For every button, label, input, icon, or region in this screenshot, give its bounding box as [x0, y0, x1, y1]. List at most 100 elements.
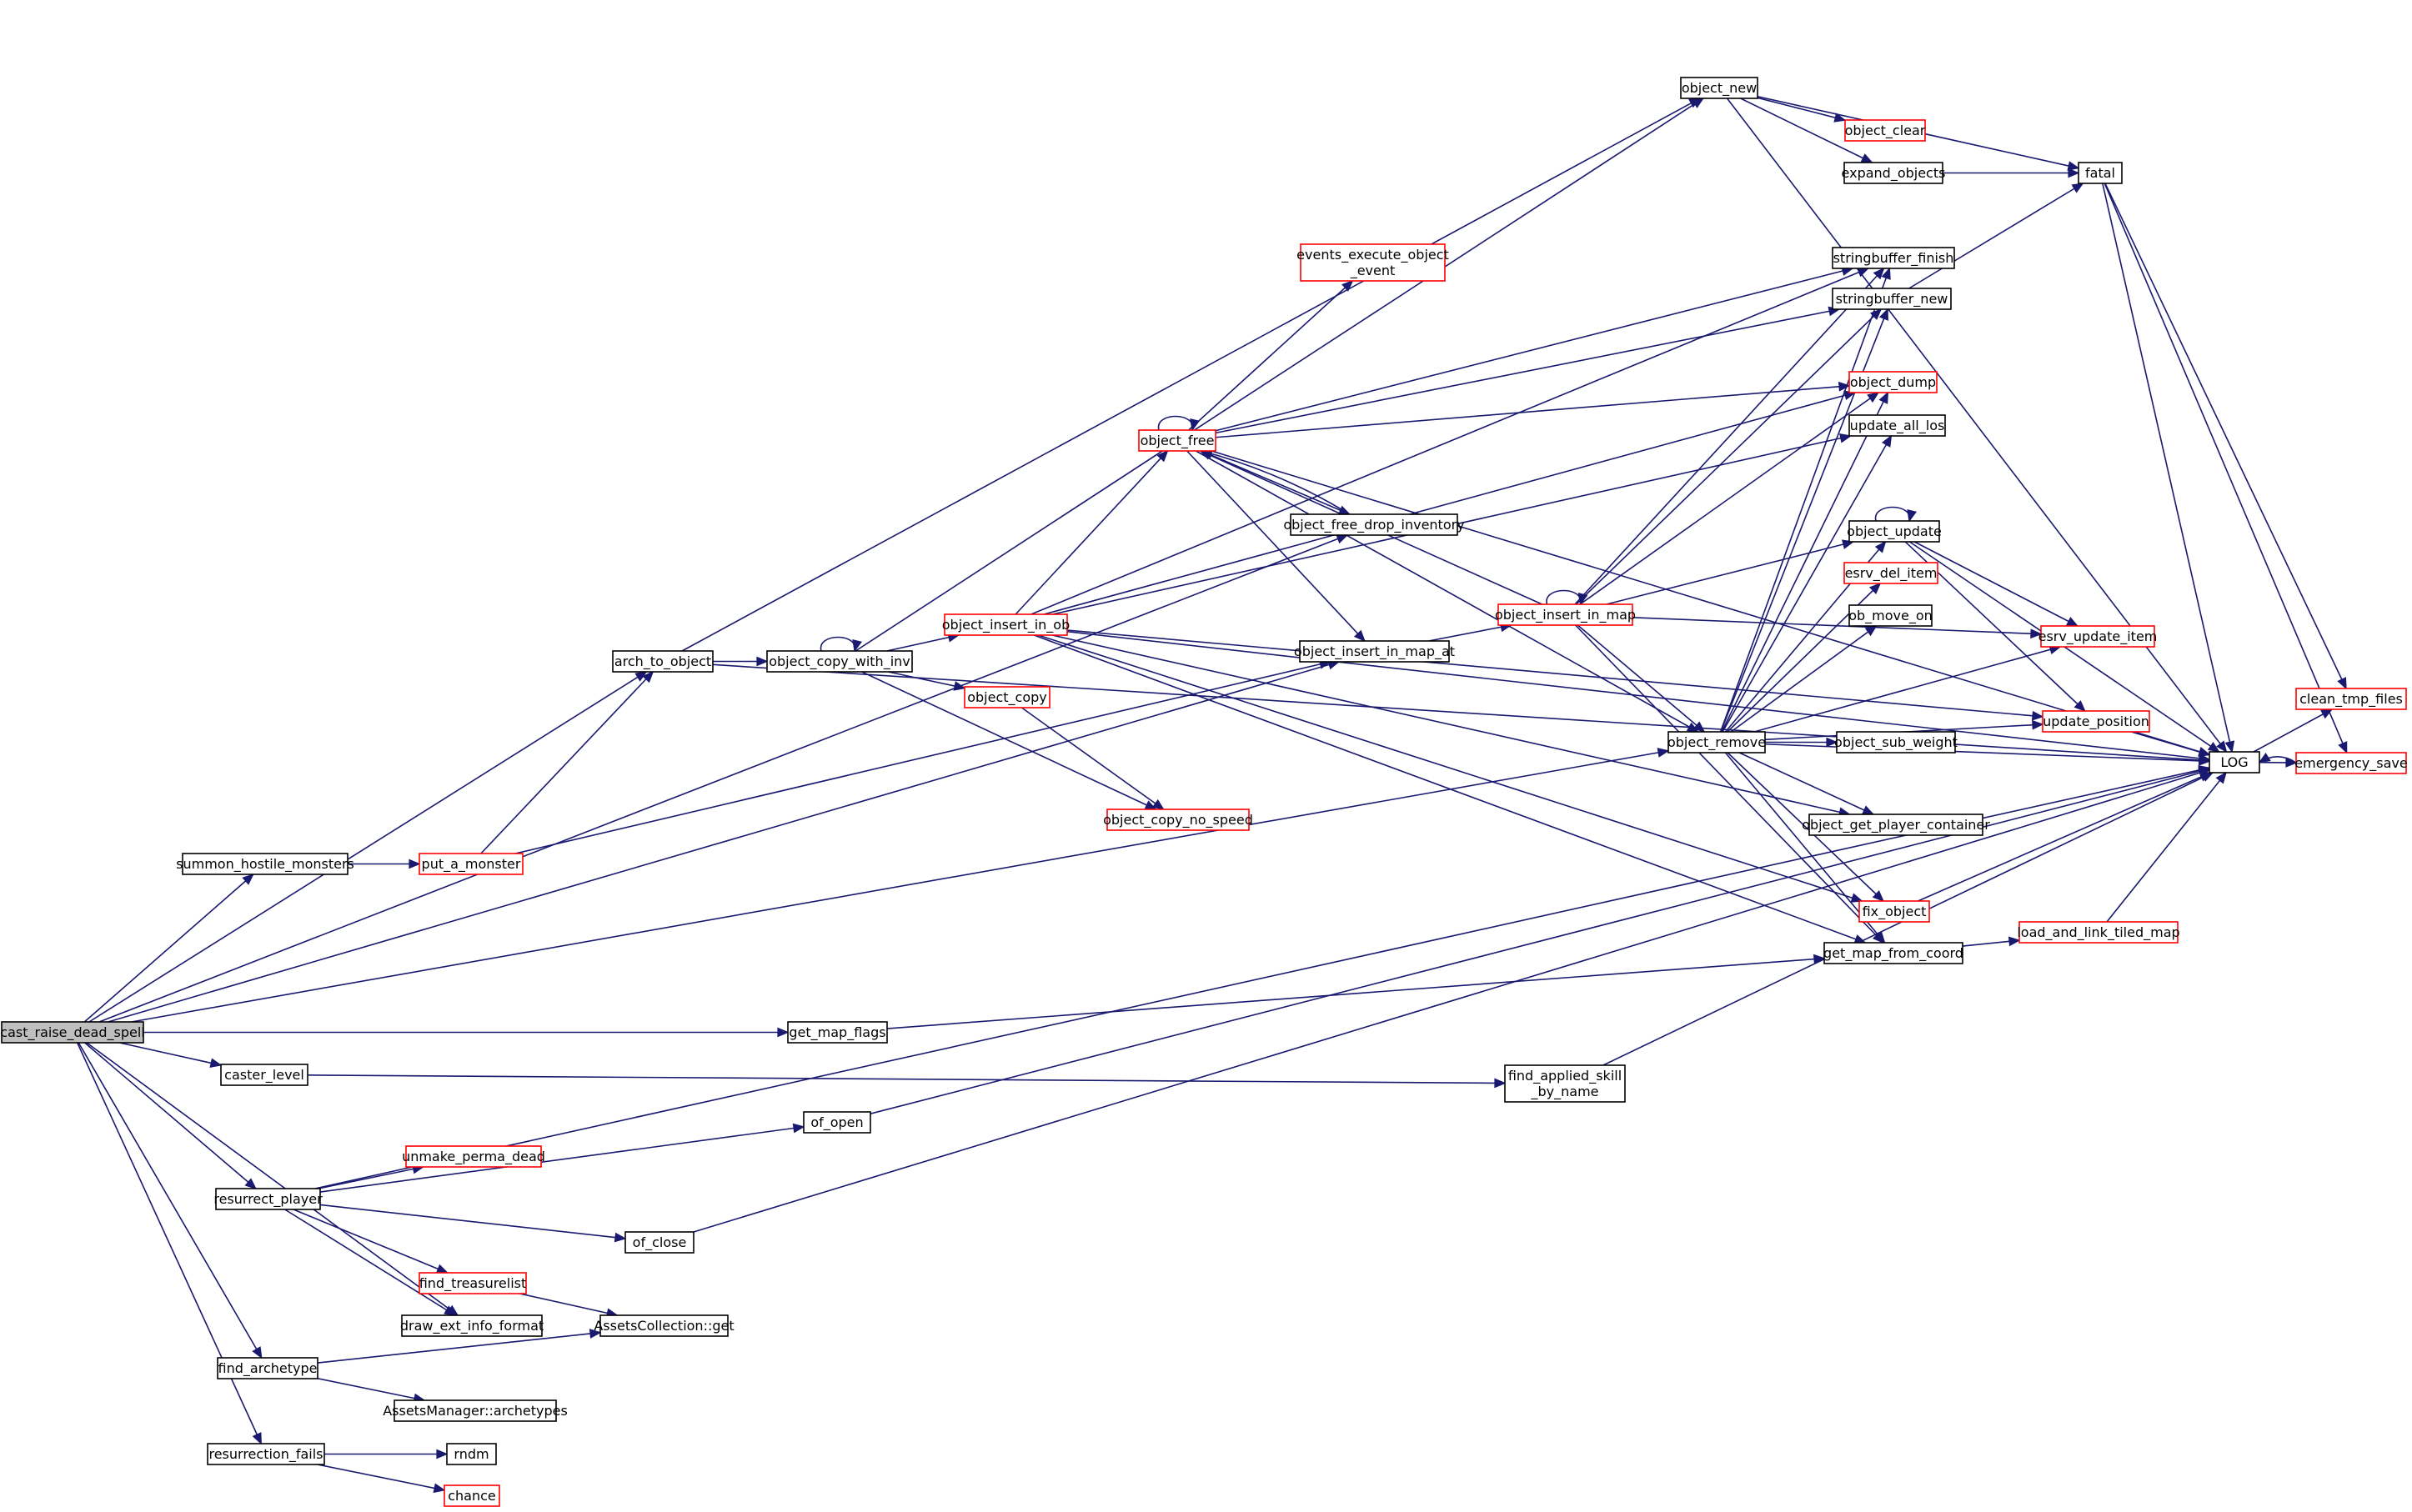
- node-arch_to_object[interactable]: arch_to_object: [612, 650, 714, 673]
- node-box: [2040, 625, 2155, 648]
- node-object_sub_weight[interactable]: object_sub_weight: [1834, 731, 1958, 753]
- edge-arrowhead: [2198, 768, 2211, 778]
- edge-line: [1913, 541, 2079, 627]
- node-fatal[interactable]: fatal: [2078, 162, 2123, 184]
- node-stringbuffer_finish[interactable]: stringbuffer_finish: [1832, 247, 1955, 269]
- node-esrv_update_item[interactable]: esrv_update_item: [2038, 625, 2158, 648]
- edge-resurrect_player-to-draw_ext_info_format: [284, 1209, 457, 1316]
- edge-resurrect_player-to-of_close: [319, 1204, 627, 1243]
- edge-arrowhead: [1907, 508, 1918, 523]
- node-get_map_from_coord[interactable]: get_map_from_coord: [1823, 942, 1963, 964]
- node-object_copy_with_inv[interactable]: object_copy_with_inv: [766, 650, 913, 673]
- edge-arrowhead: [2031, 710, 2044, 721]
- node-get_map_flags[interactable]: get_map_flags: [787, 1021, 888, 1044]
- node-box: [217, 1357, 318, 1379]
- node-object_new[interactable]: object_new: [1680, 77, 1758, 99]
- node-object_get_player_container[interactable]: object_get_player_container: [1802, 814, 1990, 836]
- edge-line: [77, 1042, 262, 1444]
- edge-arrowhead: [2224, 740, 2235, 753]
- edge-object_free-to-object_free_drop_inventory: [1201, 450, 1351, 515]
- node-object_update[interactable]: object_update: [1847, 520, 1942, 543]
- edge-arrowhead: [2207, 742, 2220, 753]
- node-object_insert_in_map_at[interactable]: object_insert_in_map_at: [1294, 640, 1455, 663]
- edge-resurrect_player-to-find_treasurelist: [293, 1209, 449, 1274]
- node-object_copy_no_speed[interactable]: object_copy_no_speed: [1103, 809, 1253, 831]
- node-esrv_del_item[interactable]: esrv_del_item: [1843, 562, 1938, 584]
- node-fix_object[interactable]: fix_object: [1858, 900, 1930, 923]
- node-label: AssetsManager::archetypes: [383, 1403, 568, 1419]
- edge-arrowhead: [209, 1058, 223, 1069]
- node-put_a_monster[interactable]: put_a_monster: [419, 853, 524, 875]
- node-object_dump[interactable]: object_dump: [1848, 371, 1938, 393]
- node-chance[interactable]: chance: [444, 1484, 500, 1507]
- node-load_and_link_tiled_map[interactable]: load_and_link_tiled_map: [2017, 921, 2180, 944]
- node-object_free[interactable]: object_free: [1138, 429, 1216, 452]
- node-resurrection_fails[interactable]: resurrection_fails: [207, 1443, 325, 1465]
- node-find_applied_skill_by_name[interactable]: find_applied_skill_by_name: [1504, 1064, 1626, 1103]
- node-expand_objects[interactable]: expand_objects: [1842, 162, 1946, 184]
- node-update_all_los[interactable]: update_all_los: [1848, 414, 1946, 437]
- edge-arrowhead: [244, 1178, 258, 1190]
- edge-arrowhead: [1867, 392, 1880, 403]
- node-ob_move_on[interactable]: ob_move_on: [1848, 604, 1933, 627]
- edge-line: [78, 1042, 263, 1359]
- node-box: [787, 1021, 888, 1044]
- node-label: put_a_monster: [422, 856, 521, 873]
- node-unmake_perma_dead[interactable]: unmake_perma_dead: [402, 1145, 545, 1168]
- edge-arrowhead: [2198, 747, 2211, 757]
- node-resurrect_player[interactable]: resurrect_player: [213, 1188, 323, 1210]
- node-box: [1497, 603, 1633, 626]
- node-LOG[interactable]: LOG: [2209, 751, 2260, 774]
- node-emergency_save[interactable]: emergency_save: [2294, 752, 2408, 774]
- node-label: object_remove: [1667, 734, 1766, 751]
- node-label: emergency_save: [2294, 755, 2407, 772]
- node-box: [405, 1145, 542, 1168]
- node-update_position[interactable]: update_position: [2042, 710, 2150, 733]
- edge-line: [1575, 308, 1882, 605]
- node-find_archetype[interactable]: find_archetype: [217, 1357, 318, 1379]
- edge-line: [1037, 634, 1863, 902]
- edge-line: [1574, 268, 1885, 605]
- edge-object_insert_in_ob-to-fix_object: [1037, 634, 1863, 903]
- edge-arrowhead: [1873, 267, 1885, 280]
- node-object_insert_in_ob[interactable]: object_insert_in_ob: [942, 613, 1070, 636]
- edge-arrowhead: [2068, 168, 2080, 178]
- node-label: find_treasurelist: [419, 1275, 527, 1292]
- node-label: stringbuffer_finish: [1833, 250, 1954, 267]
- node-draw_ext_info_format[interactable]: draw_ext_info_format: [400, 1314, 544, 1337]
- edge-cast_raise_dead_spell-to-object_insert_in_map_at: [108, 659, 1341, 1023]
- node-object_insert_in_map[interactable]: object_insert_in_map: [1495, 603, 1636, 626]
- node-object_remove[interactable]: object_remove: [1667, 731, 1766, 753]
- node-events_execute_object_event[interactable]: events_execute_object_event: [1296, 243, 1449, 282]
- node-find_treasurelist[interactable]: find_treasurelist: [419, 1272, 527, 1294]
- edge-line: [861, 671, 1156, 810]
- node-object_copy[interactable]: object_copy: [964, 686, 1051, 708]
- edge-object_remove-to-stringbuffer_finish: [1719, 267, 1891, 733]
- node-object_free_drop_inventory[interactable]: object_free_drop_inventory: [1283, 513, 1465, 536]
- edge-of_open-to-LOG: [870, 766, 2211, 1114]
- node-summon_hostile_monsters[interactable]: summon_hostile_monsters: [176, 853, 354, 875]
- node-stringbuffer_new[interactable]: stringbuffer_new: [1832, 288, 1952, 310]
- node-label: ob_move_on: [1848, 608, 1933, 624]
- edge-object_insert_in_map-to-object_update: [1606, 539, 1855, 605]
- node-of_open[interactable]: of_open: [803, 1111, 871, 1134]
- node-caster_level[interactable]: caster_level: [220, 1064, 308, 1086]
- node-rndm[interactable]: rndm: [446, 1443, 497, 1465]
- edge-arrowhead: [1839, 433, 1853, 443]
- node-box: [944, 613, 1068, 636]
- node-clean_tmp_files[interactable]: clean_tmp_files: [2295, 688, 2407, 710]
- edge-arrowhead: [2032, 719, 2044, 730]
- node-of_close[interactable]: of_close: [624, 1231, 695, 1254]
- node-cast_raise_dead_spell[interactable]: cast_raise_dead_spell: [0, 1021, 145, 1044]
- edge-arrowhead: [1341, 279, 1354, 292]
- node-AssetsManager_archetypes[interactable]: AssetsManager::archetypes: [383, 1399, 568, 1422]
- edge-line: [1908, 183, 2084, 289]
- node-AssetsCollection_get[interactable]: AssetsCollection::get: [594, 1314, 735, 1337]
- edge-line: [88, 671, 647, 1023]
- edge-arch_to_object-to-LOG: [712, 663, 2211, 765]
- edge-line: [886, 957, 1825, 1029]
- edge-object_free-to-object_remove: [1195, 450, 1700, 733]
- node-object_clear[interactable]: object_clear: [1844, 119, 1926, 142]
- node-box: [1848, 520, 1940, 543]
